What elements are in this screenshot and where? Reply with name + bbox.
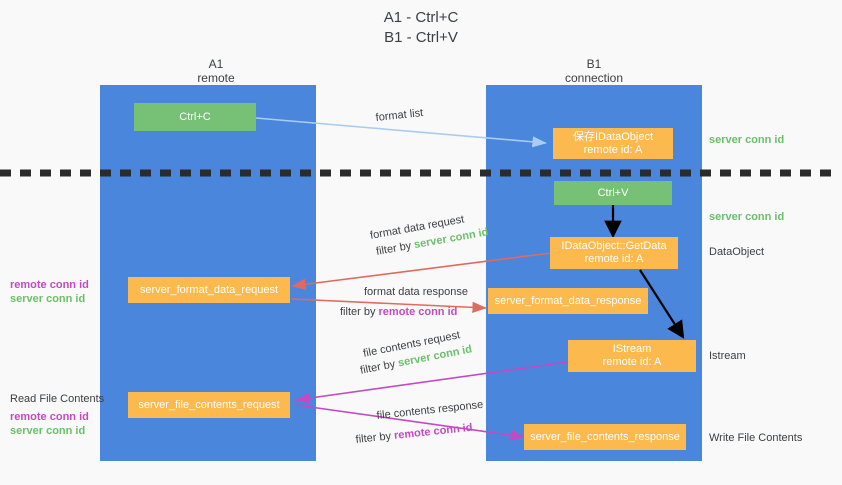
column-header-a1-name: A1 <box>208 57 224 71</box>
box-istream-label: IStream remote id: A <box>602 343 662 368</box>
box-server-file-contents-response[interactable]: server_file_contents_response <box>524 424 686 450</box>
annotation-read-file-contents: Read File Contents <box>10 392 104 407</box>
annotation-server-conn-id-mid-left: server conn id <box>10 293 86 305</box>
box-idataobject-getdata-label: IDataObject::GetData remote id: A <box>561 240 667 265</box>
column-header-b1-sub: connection <box>564 71 624 85</box>
box-ctrl-v-label: Ctrl+V <box>597 186 629 199</box>
annotation-istream: Istream <box>709 349 746 364</box>
title-line-1: A1 - Ctrl+C <box>383 9 459 26</box>
edge-filter-key-remote-conn-id: remote conn id <box>378 306 458 318</box>
page-title: A1 - Ctrl+C B1 - Ctrl+V <box>0 8 842 48</box>
edge-label-format-data-response-filter: filter by remote conn id <box>340 305 457 319</box>
annotation-conn-ids-lower: remote conn id server conn id <box>10 410 89 438</box>
box-server-file-contents-request[interactable]: server_file_contents_request <box>128 392 290 418</box>
column-header-a1-sub: remote <box>197 71 235 85</box>
title-line-2: B1 - Ctrl+V <box>384 29 458 46</box>
edge-label-format-list: format list <box>375 106 424 125</box>
box-server-file-contents-response-label: server_file_contents_response <box>530 430 680 443</box>
edge-label-format-data-response: format data response <box>364 285 468 299</box>
box-server-format-data-response-label: server_format_data_response <box>494 294 642 307</box>
edge-label-format-list-text: format list <box>375 107 424 124</box>
edge-label-file-contents-response-filter: filter by remote conn id <box>355 421 473 447</box>
edge-label-file-contents-response: file contents response <box>376 398 484 423</box>
annotation-server-conn-id-mid: server conn id <box>709 210 784 225</box>
box-idataobject-getdata[interactable]: IDataObject::GetData remote id: A <box>550 237 678 269</box>
box-ctrl-c[interactable]: Ctrl+C <box>134 103 256 131</box>
annotation-read-file-contents-text: Read File Contents <box>10 393 105 405</box>
edge-label-file-contents-response-text: file contents response <box>376 398 484 422</box>
annotation-server-conn-id-mid-text: server conn id <box>709 211 785 223</box>
edge-label-format-data-response-text: format data response <box>364 286 468 298</box>
column-header-b1-name: B1 <box>586 57 602 71</box>
annotation-dataobject: DataObject <box>709 245 764 260</box>
annotation-istream-text: Istream <box>709 350 746 362</box>
annotation-dataobject-text: DataObject <box>709 246 765 258</box>
box-ctrl-c-label: Ctrl+C <box>179 110 211 123</box>
box-server-file-contents-request-label: server_file_contents_request <box>138 398 280 411</box>
annotation-conn-ids-middle: remote conn id server conn id <box>10 278 89 306</box>
edge-filter-prefix: filter by <box>355 429 395 446</box>
annotation-remote-conn-id-low: remote conn id <box>10 411 89 423</box>
edge-filter-prefix: filter by <box>375 239 416 258</box>
annotation-server-conn-id-top-text: server conn id <box>709 134 785 146</box>
box-server-format-data-response[interactable]: server_format_data_response <box>488 288 648 314</box>
column-header-b1: B1 connection <box>508 57 680 85</box>
edge-filter-key-remote-conn-id: remote conn id <box>393 421 474 442</box>
box-server-format-data-request-label: server_format_data_request <box>139 283 279 296</box>
box-server-format-data-request[interactable]: server_format_data_request <box>128 277 290 303</box>
column-header-a1: A1 remote <box>130 57 302 85</box>
annotation-server-conn-id-low: server conn id <box>10 425 86 437</box>
box-save-idataobject-label: 保存IDataObject remote id: A <box>572 130 654 156</box>
box-istream[interactable]: IStream remote id: A <box>568 340 696 372</box>
annotation-write-file-contents-text: Write File Contents <box>709 432 803 444</box>
annotation-server-conn-id-top: server conn id <box>709 133 784 148</box>
annotation-write-file-contents: Write File Contents <box>709 431 802 446</box>
annotation-remote-conn-id-mid: remote conn id <box>10 279 89 291</box>
edge-filter-prefix: filter by <box>340 306 379 318</box>
box-save-idataobject[interactable]: 保存IDataObject remote id: A <box>553 128 673 159</box>
box-ctrl-v[interactable]: Ctrl+V <box>554 181 672 205</box>
